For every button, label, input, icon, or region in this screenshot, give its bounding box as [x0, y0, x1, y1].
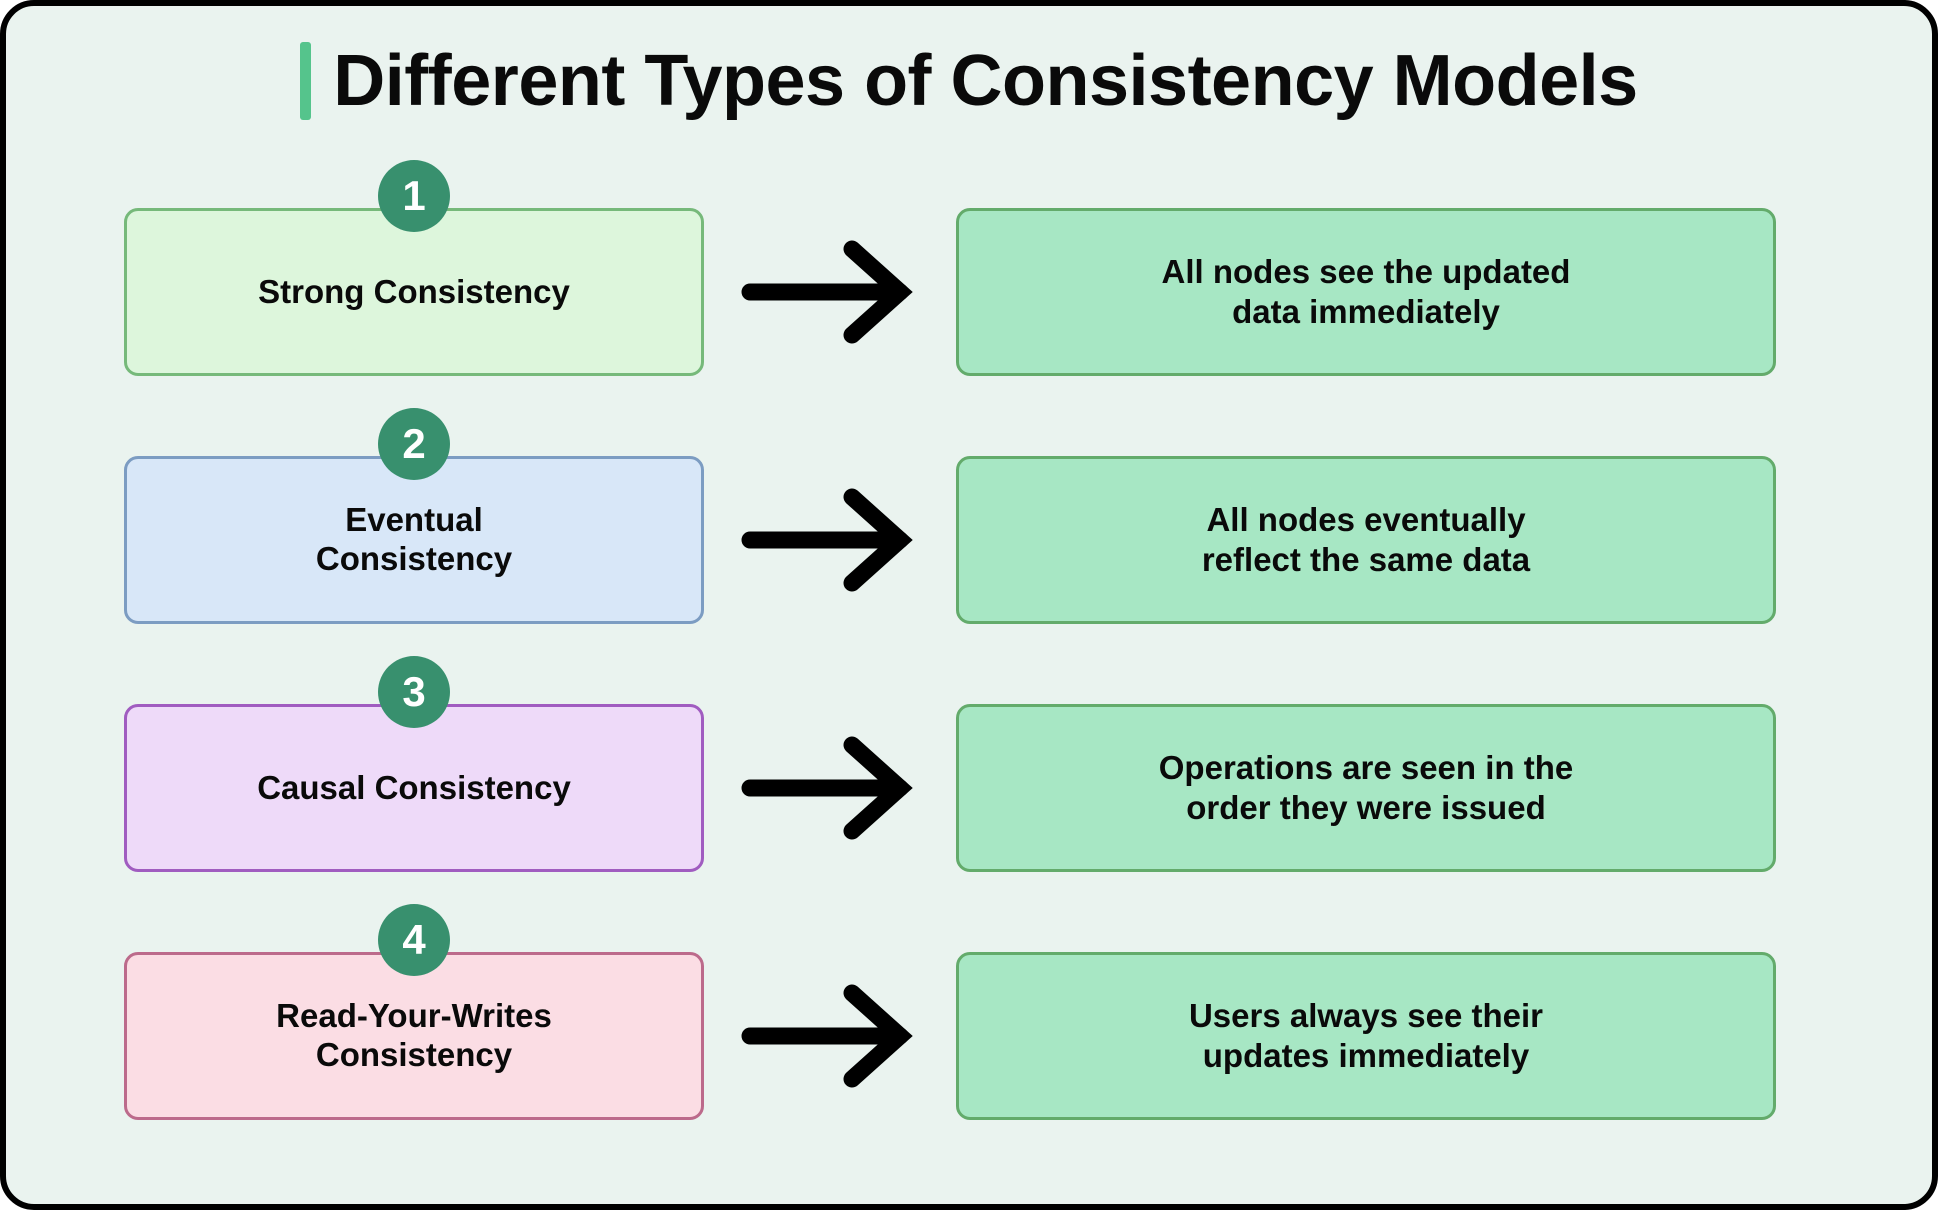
- diagram-row: 1 Strong Consistency All nodes see the u…: [6, 160, 1932, 416]
- title-accent-bar: [300, 42, 312, 120]
- step-badge: 2: [378, 408, 450, 480]
- description-card[interactable]: All nodes eventually reflect the same da…: [956, 456, 1776, 624]
- arrow-right-icon: [741, 240, 913, 344]
- model-card-line: Consistency: [315, 1036, 513, 1073]
- title-text: Different Types of Consistency Models: [333, 41, 1638, 121]
- description-card-label: Operations are seen in the order they we…: [1159, 748, 1573, 829]
- description-line: All nodes see the updated: [1161, 252, 1571, 290]
- description-line: data immediately: [1232, 293, 1500, 330]
- arrow-right-icon: [741, 984, 913, 1088]
- model-card[interactable]: Causal Consistency: [124, 704, 704, 872]
- model-card-label: Read-Your-Writes Consistency: [276, 997, 552, 1075]
- description-line: reflect the same data: [1201, 541, 1531, 578]
- model-card-line: Strong Consistency: [258, 272, 570, 310]
- rows-container: 1 Strong Consistency All nodes see the u…: [6, 160, 1932, 1160]
- step-badge: 1: [378, 160, 450, 232]
- description-line: order they were issued: [1186, 789, 1546, 826]
- description-card[interactable]: Users always see their updates immediate…: [956, 952, 1776, 1120]
- description-line: updates immediately: [1202, 1037, 1530, 1074]
- model-card-line: Causal Consistency: [257, 768, 571, 806]
- model-card-wrapper: 4 Read-Your-Writes Consistency: [124, 904, 704, 1120]
- model-card[interactable]: Eventual Consistency: [124, 456, 704, 624]
- description-line: All nodes eventually: [1206, 500, 1526, 538]
- diagram-row: 4 Read-Your-Writes Consistency Users alw…: [6, 904, 1932, 1160]
- arrow-cell: [704, 733, 956, 843]
- arrow-right-icon: [741, 736, 913, 840]
- arrow-cell: [704, 981, 956, 1091]
- model-card-line: Read-Your-Writes: [276, 997, 552, 1035]
- arrow-right-icon: [741, 488, 913, 592]
- model-card-label: Eventual Consistency: [316, 501, 512, 579]
- model-card-label: Causal Consistency: [257, 769, 571, 808]
- page-title: Different Types of Consistency Models: [6, 42, 1932, 120]
- diagram-row: 2 Eventual Consistency All nodes eventua…: [6, 408, 1932, 664]
- arrow-cell: [704, 237, 956, 347]
- description-card-label: All nodes eventually reflect the same da…: [1202, 500, 1530, 581]
- model-card[interactable]: Read-Your-Writes Consistency: [124, 952, 704, 1120]
- model-card-label: Strong Consistency: [258, 273, 570, 312]
- model-card-line: Eventual: [345, 501, 483, 539]
- model-card-line: Consistency: [315, 540, 513, 577]
- step-badge: 3: [378, 656, 450, 728]
- description-card[interactable]: All nodes see the updated data immediate…: [956, 208, 1776, 376]
- description-line: Users always see their: [1188, 996, 1544, 1034]
- description-line: Operations are seen in the: [1158, 748, 1574, 786]
- model-card-wrapper: 2 Eventual Consistency: [124, 408, 704, 624]
- model-card-wrapper: 1 Strong Consistency: [124, 160, 704, 376]
- model-card-wrapper: 3 Causal Consistency: [124, 656, 704, 872]
- model-card[interactable]: Strong Consistency: [124, 208, 704, 376]
- diagram-row: 3 Causal Consistency Operations are seen…: [6, 656, 1932, 912]
- description-card-label: Users always see their updates immediate…: [1189, 996, 1543, 1077]
- arrow-cell: [704, 485, 956, 595]
- description-card-label: All nodes see the updated data immediate…: [1162, 252, 1571, 333]
- step-badge: 4: [378, 904, 450, 976]
- description-card[interactable]: Operations are seen in the order they we…: [956, 704, 1776, 872]
